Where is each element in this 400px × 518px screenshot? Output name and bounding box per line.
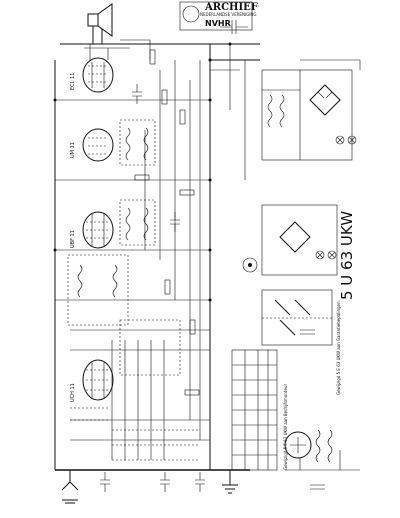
footnote-2: Gewijzigd 5 E 63 UKW aan Garantiebepalin…	[336, 301, 341, 395]
junction-dots	[53, 42, 232, 302]
switch-matrix	[261, 289, 333, 346]
aux-circuit	[242, 204, 338, 276]
stamp-emblem-icon	[182, 5, 200, 23]
stamp-subtitle: NEDERLANDSE VERENIGING	[200, 12, 257, 17]
tube-ubf11: UBF 11	[70, 211, 114, 249]
footnote-1: Gewijzigd 5 E 63 UKW aan Bedrijfsmonteur	[283, 384, 288, 470]
tube-ecl11-label: ECL 11	[70, 73, 76, 90]
archive-stamp: ARCHIEF NEDERLANDSE VERENIGING NVHR	[179, 1, 258, 31]
band-switch	[70, 340, 200, 461]
tube-ecl11: ECL 11	[70, 57, 114, 93]
tube-uml1: UM 11	[70, 128, 114, 162]
power-supply	[261, 59, 361, 161]
antenna-icon	[61, 470, 79, 504]
model-label: 5 U 63 UKW	[338, 211, 356, 300]
tube-uch11-label: UCH 11	[70, 383, 76, 402]
tube-um11-label: UM 11	[70, 142, 76, 158]
output-stage	[84, 26, 210, 60]
passive-components	[100, 20, 248, 492]
loudspeaker-icon	[87, 3, 113, 37]
stamp-title: ARCHIEF	[204, 2, 258, 13]
switch-position-table	[231, 349, 278, 471]
stamp-org: NVHR	[205, 19, 231, 28]
tube-ubf11-label: UBF 11	[70, 230, 76, 248]
mains-transformer	[284, 429, 360, 490]
tube-uch11: UCH 11	[70, 359, 114, 402]
if-transformers	[67, 119, 181, 376]
main-wiring	[54, 43, 260, 471]
ground-icon	[222, 470, 238, 494]
